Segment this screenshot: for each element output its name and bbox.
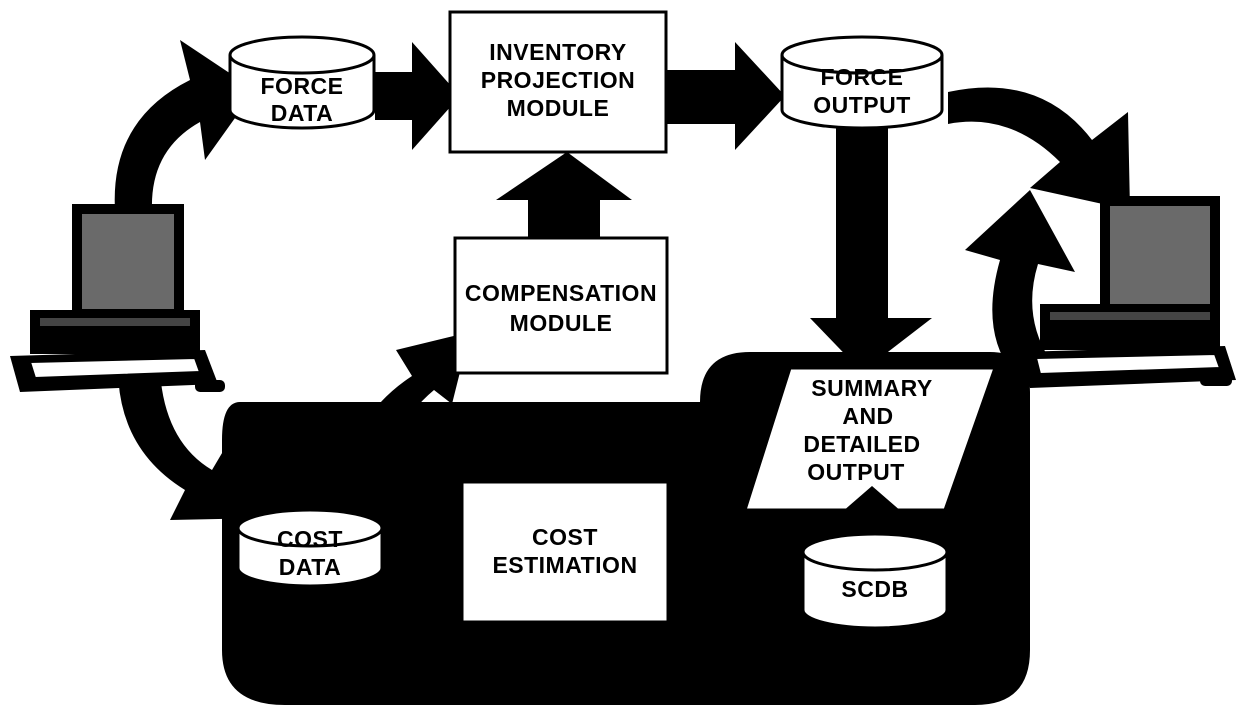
cost-estimation-line-2: ESTIMATION	[492, 552, 637, 578]
left-computer-icon	[10, 204, 225, 392]
compensation-line-1: COMPENSATION	[465, 280, 657, 306]
scdb-database: SCDB	[801, 532, 949, 630]
force-data-line-1: FORCE	[261, 73, 344, 99]
arrow-inventory-to-force-output	[666, 42, 785, 150]
summary-line-4: OUTPUT	[807, 459, 905, 485]
cost-data-line-1: COST	[277, 526, 343, 552]
inventory-projection-module: INVENTORY PROJECTION MODULE	[448, 10, 668, 154]
arrow-compensation-to-inventory	[496, 152, 632, 240]
scdb-label: SCDB	[841, 576, 908, 602]
summary-line-2: AND	[842, 403, 893, 429]
arrow-right-computer-to-summary	[965, 190, 1075, 372]
force-data-line-2: DATA	[271, 100, 333, 126]
cost-estimation-module: COST ESTIMATION	[460, 480, 670, 624]
inventory-line-1: INVENTORY	[489, 39, 626, 65]
arrow-computer-to-force-data	[114, 40, 256, 210]
right-computer-icon	[1018, 196, 1236, 388]
cost-data-line-2: DATA	[279, 554, 341, 580]
arrow-cost-estimation-to-scdb	[668, 514, 805, 618]
inventory-line-2: PROJECTION	[481, 67, 636, 93]
arrow-force-data-to-inventory	[375, 42, 460, 150]
summary-line-1: SUMMARY	[811, 375, 932, 401]
summary-line-3: DETAILED	[803, 431, 920, 457]
compensation-line-2: MODULE	[510, 310, 613, 336]
force-output-line-1: FORCE	[821, 64, 904, 90]
arrow-cost-data-to-compensation	[345, 332, 470, 498]
force-data-database: FORCE DATA	[228, 35, 376, 130]
arrow-scdb-to-summary	[842, 486, 902, 548]
compensation-module: COMPENSATION MODULE	[453, 236, 669, 375]
arrow-cost-data-to-cost-estimation	[400, 508, 478, 592]
cost-estimation-line-1: COST	[532, 524, 598, 550]
arrow-force-output-to-right-computer	[948, 87, 1130, 210]
arrow-computer-to-cost-data	[118, 372, 265, 520]
summary-detailed-output: SUMMARY AND DETAILED OUTPUT	[742, 366, 998, 512]
inventory-line-3: MODULE	[507, 95, 610, 121]
arrow-force-output-to-summary	[810, 128, 932, 372]
cost-data-database: COST DATA	[236, 508, 384, 588]
force-output-database: FORCE OUTPUT	[780, 35, 944, 130]
force-output-line-2: OUTPUT	[813, 92, 911, 118]
